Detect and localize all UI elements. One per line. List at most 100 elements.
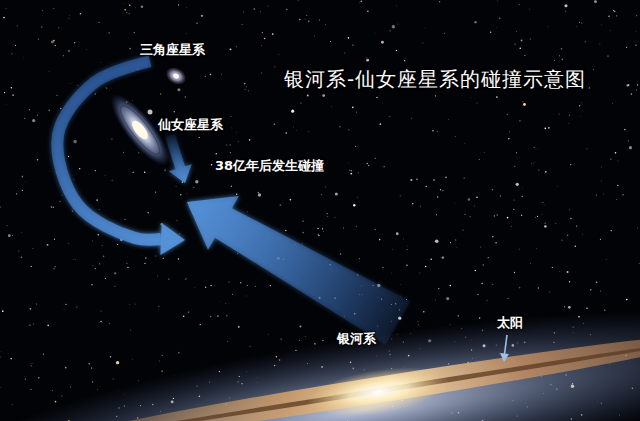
node-text: 38亿年后发生碰撞 — [215, 158, 324, 174]
star — [91, 284, 92, 285]
star — [382, 267, 383, 268]
star — [308, 21, 309, 22]
star — [55, 266, 56, 267]
star — [127, 267, 128, 268]
star — [384, 166, 385, 167]
star — [74, 259, 76, 261]
star — [133, 172, 134, 173]
star — [617, 160, 619, 162]
star — [122, 151, 124, 153]
star — [55, 45, 56, 46]
star — [29, 325, 30, 326]
star — [195, 180, 198, 183]
star — [352, 44, 353, 45]
star — [516, 183, 519, 186]
star — [155, 192, 156, 193]
star — [464, 214, 465, 215]
star — [51, 389, 53, 391]
star — [455, 239, 457, 241]
star — [210, 285, 211, 286]
star — [561, 48, 563, 50]
star — [144, 172, 145, 173]
star — [538, 169, 539, 170]
star — [470, 96, 472, 98]
star — [366, 163, 368, 165]
star — [594, 0, 597, 3]
star — [53, 40, 55, 42]
star — [457, 315, 459, 317]
star — [322, 340, 323, 341]
star — [629, 146, 632, 149]
star — [348, 129, 349, 130]
star — [73, 140, 77, 144]
star — [417, 321, 419, 323]
star — [628, 140, 629, 141]
star — [272, 33, 274, 35]
star — [23, 56, 25, 58]
star — [246, 295, 248, 297]
star — [25, 379, 26, 380]
star — [492, 236, 494, 238]
star — [112, 378, 114, 380]
tapered-arrow — [187, 196, 410, 345]
star — [105, 87, 107, 89]
collision-arrow — [187, 196, 410, 345]
star — [138, 380, 140, 382]
star — [565, 11, 566, 12]
star — [439, 1, 440, 2]
star — [48, 110, 50, 112]
star — [210, 316, 211, 317]
star — [424, 27, 426, 29]
triangulum-galaxy — [162, 64, 189, 89]
star — [108, 32, 109, 33]
star — [304, 18, 306, 20]
star — [351, 170, 352, 171]
star — [281, 338, 282, 339]
star — [395, 5, 397, 7]
star — [435, 240, 439, 244]
collision-arrow — [57, 61, 185, 255]
star — [529, 8, 531, 10]
star — [455, 136, 457, 138]
star — [30, 389, 31, 390]
star — [400, 195, 401, 196]
star — [0, 387, 1, 389]
star — [216, 153, 218, 155]
star — [238, 326, 240, 328]
star — [325, 186, 327, 188]
star — [556, 185, 558, 187]
star — [507, 217, 509, 219]
star — [423, 311, 424, 312]
star — [229, 144, 230, 145]
star — [496, 26, 498, 28]
star — [63, 308, 65, 310]
star — [638, 262, 640, 264]
star — [554, 59, 556, 61]
star — [318, 235, 319, 236]
star — [324, 23, 326, 25]
star — [59, 201, 60, 202]
star — [375, 158, 376, 159]
star — [308, 131, 310, 133]
star — [33, 323, 34, 324]
star — [615, 152, 617, 154]
star — [201, 15, 203, 17]
star — [116, 361, 119, 364]
star — [470, 216, 471, 217]
star — [231, 127, 233, 129]
star — [314, 343, 316, 345]
star — [547, 26, 549, 28]
star — [322, 228, 323, 229]
star — [576, 226, 577, 227]
star — [319, 20, 320, 21]
star — [141, 5, 144, 8]
star — [454, 202, 456, 204]
star — [399, 283, 401, 285]
star — [42, 10, 44, 12]
star — [599, 43, 601, 45]
star — [131, 358, 133, 360]
star — [355, 146, 356, 147]
star — [406, 249, 408, 251]
star — [126, 263, 127, 264]
star — [88, 363, 90, 365]
